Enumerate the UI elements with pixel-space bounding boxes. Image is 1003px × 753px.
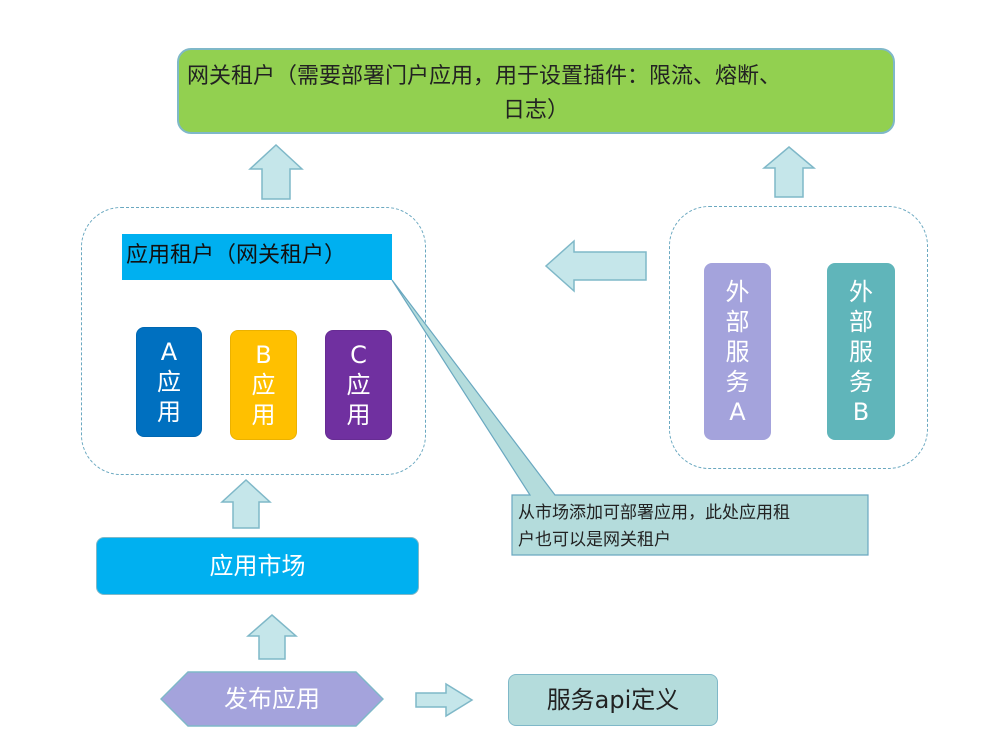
arrow-up-market-to-tenant xyxy=(220,478,272,529)
app-c-card[interactable]: C 应 用 xyxy=(325,330,392,440)
app-b-letter: B xyxy=(255,341,272,369)
publish-app-hexagon xyxy=(160,671,384,727)
app-b-char2: 用 xyxy=(251,401,276,429)
app-a-char1: 应 xyxy=(157,368,181,396)
app-a-char2: 用 xyxy=(157,398,181,426)
ext-b-char: 部 xyxy=(849,307,873,336)
app-b-card[interactable]: B 应 用 xyxy=(230,330,297,440)
app-a-letter: A xyxy=(160,338,178,366)
arrow-up-to-gateway-right xyxy=(761,146,817,198)
ext-b-char: 外 xyxy=(849,277,873,306)
ext-b-char: 务 xyxy=(849,367,873,396)
ext-a-char: 务 xyxy=(725,367,750,396)
app-tenant-label[interactable]: 应用租户（网关租户） xyxy=(122,234,392,280)
arrow-up-to-gateway-left xyxy=(248,143,304,200)
arrow-up-publish-to-market xyxy=(246,614,298,660)
ext-a-char: 外 xyxy=(725,277,750,306)
app-c-char2: 用 xyxy=(346,401,371,429)
callout-note: 从市场添加可部署应用，此处应用租 户也可以是网关租户 xyxy=(512,495,868,555)
app-c-letter: C xyxy=(350,341,367,369)
ext-a-char: 服 xyxy=(725,337,750,366)
callout-line1: 从市场添加可部署应用，此处应用租 xyxy=(518,503,790,523)
app-c-char1: 应 xyxy=(346,371,371,399)
external-service-a-card[interactable]: 外 部 服 务 A xyxy=(704,263,771,440)
gateway-tenant-line2: 日志） xyxy=(502,98,569,123)
external-service-b-card[interactable]: 外 部 服 务 B xyxy=(827,263,895,440)
app-market-box[interactable]: 应用市场 xyxy=(96,537,419,595)
arrow-right-publish-to-api xyxy=(415,682,474,718)
service-api-definition-box[interactable]: 服务api定义 xyxy=(508,674,718,726)
app-a-card[interactable]: A 应 用 xyxy=(136,327,202,437)
ext-a-char: 部 xyxy=(725,307,750,336)
gateway-tenant-box[interactable]: 网关租户（需要部署门户应用，用于设置插件：限流、熔断、 日志） xyxy=(177,48,895,134)
ext-a-char: A xyxy=(729,397,746,426)
publish-app-button[interactable]: 发布应用 xyxy=(224,685,320,713)
gateway-tenant-line1: 网关租户（需要部署门户应用，用于设置插件：限流、熔断、 xyxy=(187,64,782,89)
ext-b-char: 服 xyxy=(849,337,873,366)
arrow-left-to-app-tenant xyxy=(544,239,647,293)
app-b-char1: 应 xyxy=(251,371,276,399)
ext-b-char: B xyxy=(852,397,870,426)
callout-line2: 户也可以是网关租户 xyxy=(518,530,671,550)
